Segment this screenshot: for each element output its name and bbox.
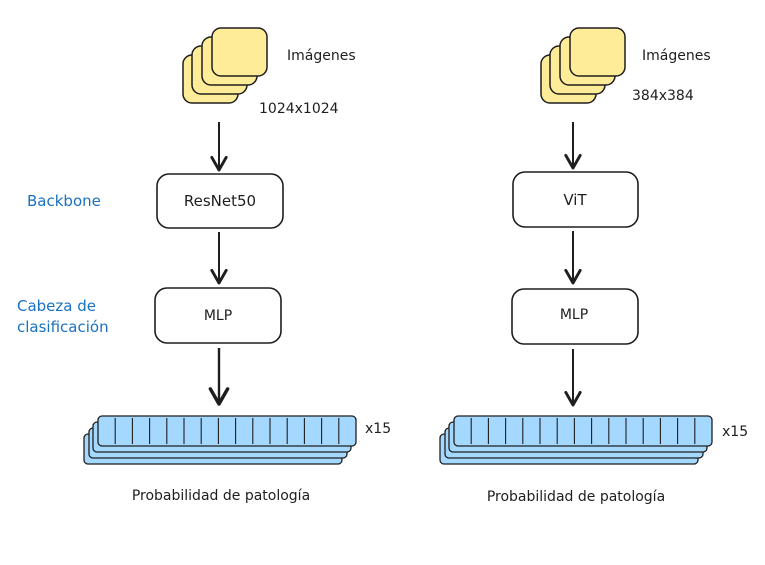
pipeline-left: Imágenes 1024x1024 ResNet50 MLP x15 Prob… xyxy=(83,27,391,504)
backbone-label: ResNet50 xyxy=(184,192,256,210)
head-box: MLP xyxy=(154,287,282,344)
output-vector-layer xyxy=(97,415,357,447)
backbone-side-label: Backbone xyxy=(27,192,101,210)
images-label: Imágenes xyxy=(642,48,711,64)
multiplier-label: x15 xyxy=(365,421,391,437)
head-side-label-line2: clasificación xyxy=(17,318,109,336)
head-label: MLP xyxy=(204,308,232,324)
multiplier-label: x15 xyxy=(722,424,748,440)
backbone-box: ResNet50 xyxy=(156,173,284,229)
output-label: Probabilidad de patología xyxy=(487,489,665,505)
images-label: Imágenes xyxy=(287,48,356,64)
head-side-label-line1: Cabeza de xyxy=(17,297,96,315)
backbone-box: ViT xyxy=(512,171,639,228)
head-label: MLP xyxy=(560,307,588,323)
pipeline-right: Imágenes 384x384 ViT MLP x15 Probabilida… xyxy=(439,27,748,505)
output-vector-layer xyxy=(453,415,713,447)
backbone-label: ViT xyxy=(563,191,587,209)
output-stack xyxy=(83,415,357,465)
resolution-label: 384x384 xyxy=(632,88,694,104)
output-stack xyxy=(439,415,713,465)
image-stack xyxy=(182,27,268,104)
image-stack xyxy=(540,27,626,104)
resolution-label: 1024x1024 xyxy=(259,101,339,117)
output-label: Probabilidad de patología xyxy=(132,488,310,504)
head-box: MLP xyxy=(511,288,639,345)
